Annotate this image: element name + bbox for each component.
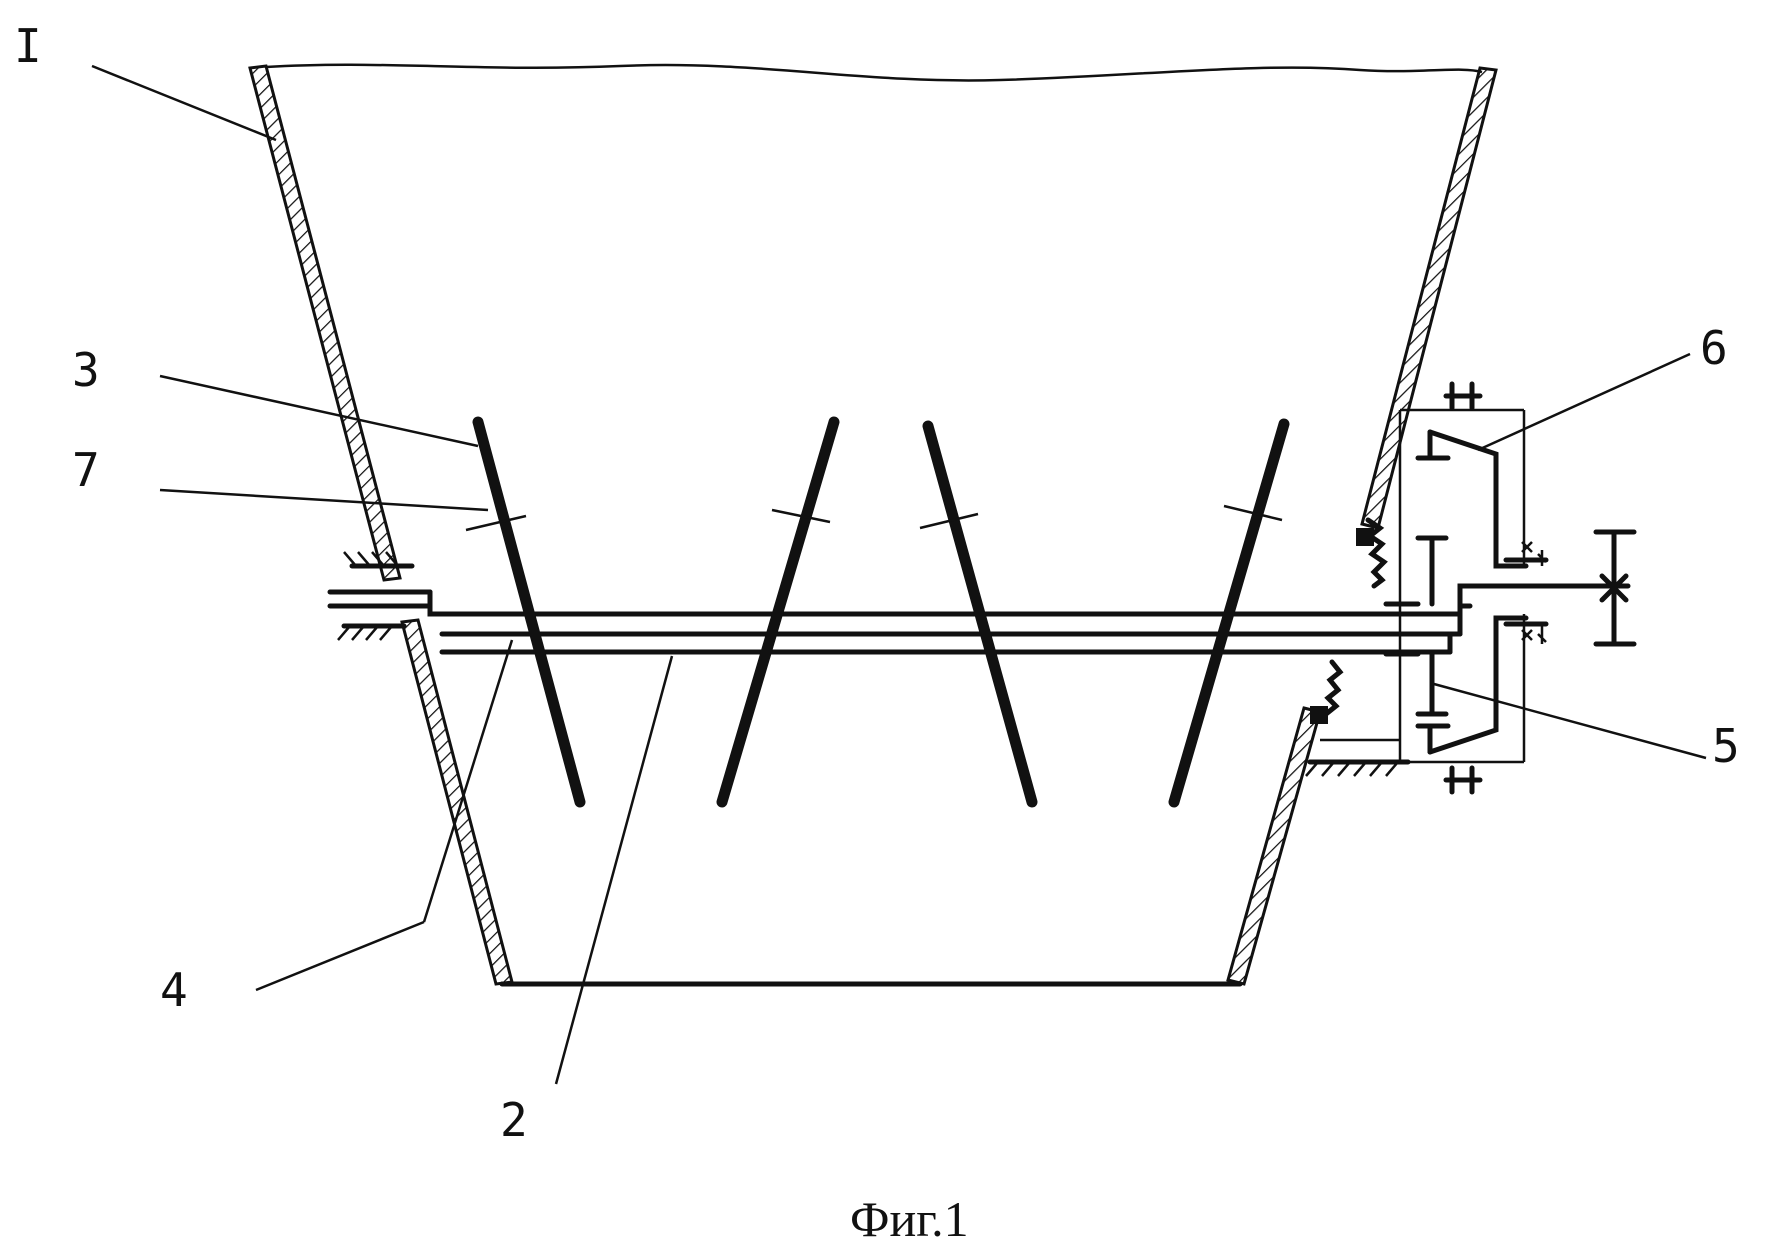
carrier-arm [1430,432,1526,566]
part-labels: I 3 7 4 2 6 5 [14,19,1740,1147]
hopper-right-lower-wall [1228,708,1320,984]
label-tube: 4 [160,963,188,1017]
label-gear: 5 [1712,719,1740,773]
hopper-body [250,65,1496,984]
shaft-assembly [430,586,1628,652]
hopper-left-lower-wall [402,620,512,984]
leader-lines [92,66,1706,1084]
label-carrier: 6 [1700,321,1728,375]
label-shaft: 2 [500,1093,528,1147]
label-blade: 3 [72,343,100,397]
crossbar [466,516,526,530]
shaft-upper-line [430,586,1628,614]
material-surface [266,65,1482,81]
seal-springs [1310,520,1384,724]
figure-caption: Фиг.1 [850,1191,969,1247]
shaft-right-end [1460,606,1470,634]
gear-train [1386,432,1546,752]
label-hopper: I [14,19,42,73]
label-crossbar: 7 [72,443,100,497]
